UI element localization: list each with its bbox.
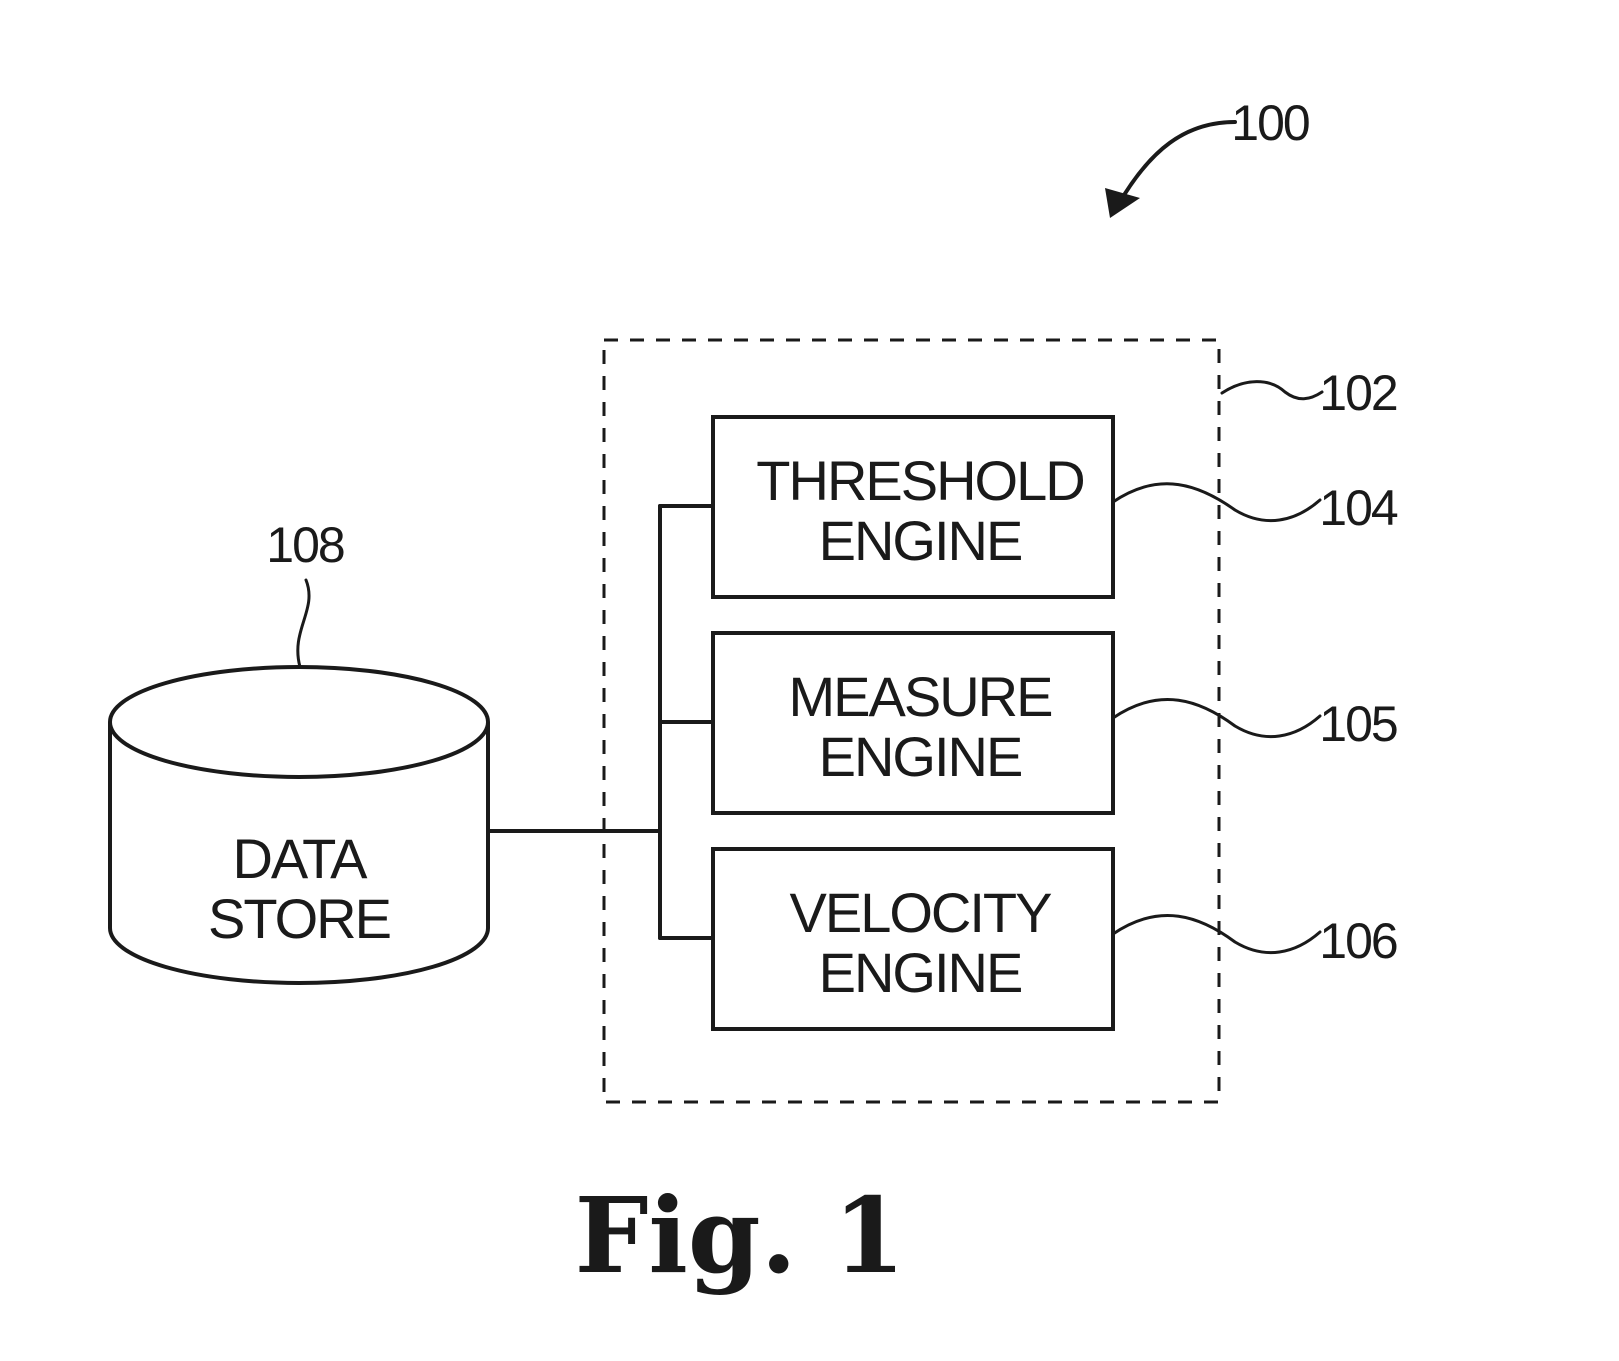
data-store-cylinder: DATA STORE [110,667,488,983]
bus-connector [488,506,713,938]
data-store-line2: STORE [208,887,390,950]
velocity-engine-leader [1113,915,1320,952]
velocity-engine-reference: 106 [1319,913,1397,969]
data-store-leader [298,580,309,667]
measure-engine-line1: MEASURE [789,665,1052,728]
threshold-engine-line1: THRESHOLD [756,449,1083,512]
velocity-engine-line1: VELOCITY [790,881,1053,944]
measure-engine-leader [1113,699,1320,736]
velocity-engine-line2: ENGINE [819,941,1022,1004]
threshold-engine-reference: 104 [1319,480,1398,536]
data-store-reference: 108 [266,517,344,573]
threshold-engine-leader [1113,484,1320,521]
velocity-engine-box: VELOCITY ENGINE [713,849,1113,1029]
system-reference-label: 100 [1231,95,1309,151]
threshold-engine-line2: ENGINE [819,509,1022,572]
container-reference-label: 102 [1319,365,1397,421]
data-store-line1: DATA [232,827,368,890]
threshold-engine-box: THRESHOLD ENGINE [713,417,1113,597]
measure-engine-line2: ENGINE [819,725,1022,788]
figure-caption: Fig. 1 [575,1174,906,1297]
container-reference-leader [1222,382,1322,399]
measure-engine-box: MEASURE ENGINE [713,633,1113,813]
system-reference-arrow [1105,122,1235,218]
measure-engine-reference: 105 [1319,696,1397,752]
